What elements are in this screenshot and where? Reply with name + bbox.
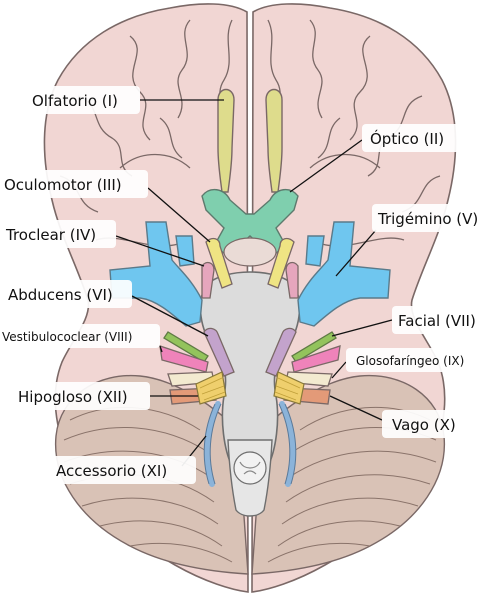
label-hipogloso: Hipogloso (XII) [18, 388, 128, 406]
label-olfatorio: Olfatorio (I) [32, 92, 118, 110]
olfactory-tracts [217, 88, 283, 193]
spinal-cord-section [233, 451, 267, 485]
label-optico: Óptico (II) [370, 129, 444, 148]
label-vago: Vago (X) [392, 416, 456, 434]
label-facial: Facial (VII) [398, 312, 476, 330]
leader-vago [329, 395, 383, 421]
leader-facial [331, 319, 393, 337]
trochlear-nerves [201, 261, 299, 299]
leader-optico [289, 139, 363, 193]
leader-oculomotor [147, 187, 211, 243]
accessory-nerve-outline [203, 403, 297, 485]
label-backgrounds [0, 86, 496, 484]
accessory-nerves [204, 401, 296, 487]
oculomotor-nerves [205, 237, 295, 289]
facial-nerves [163, 331, 337, 363]
label-trigemino: Trigémino (V) [377, 210, 478, 228]
label-accesorio: Accessorio (XI) [56, 462, 167, 480]
abducens-nerves [203, 327, 297, 377]
label-vestibulococlear: Vestibulococlear (VIII) [2, 330, 132, 344]
leader-trigemino [335, 229, 377, 277]
hypoglossal-rootlets [199, 377, 301, 401]
label-abducens: Abducens (VI) [8, 286, 113, 304]
pituitary [223, 237, 277, 267]
leader-troclear [115, 235, 205, 267]
leader-abducens [131, 295, 209, 337]
label-troclear: Troclear (IV) [5, 226, 96, 244]
leader-glosofaringeo [331, 361, 347, 379]
leader-vestibulococlear [159, 345, 163, 353]
label-glosofaringeo: Glosofaríngeo (IX) [356, 354, 464, 368]
labels: Olfatorio (I) Óptico (II) Oculomotor (II… [2, 92, 478, 480]
label-oculomotor: Oculomotor (III) [4, 176, 122, 194]
